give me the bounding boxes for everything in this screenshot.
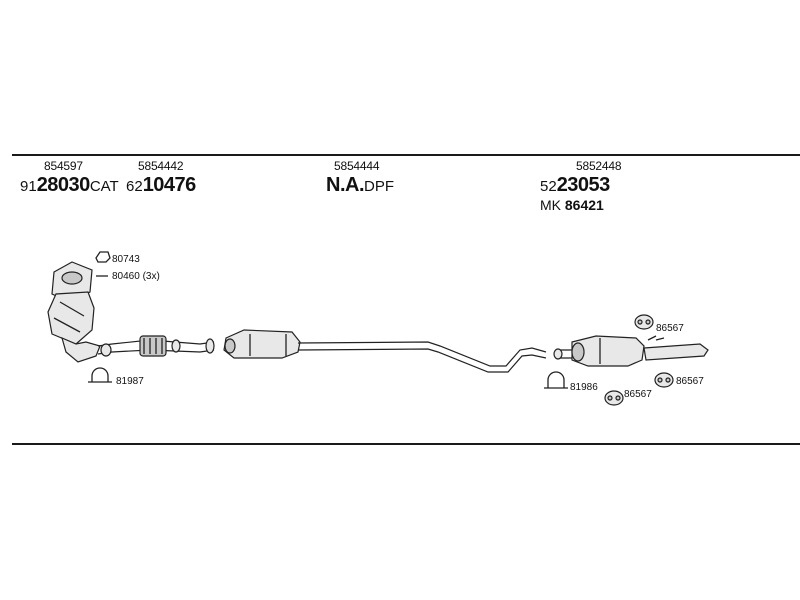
catalog-number[interactable]: 5223053 bbox=[540, 175, 621, 195]
catalog-suffix: DPF bbox=[364, 178, 394, 195]
catalog-main: 10476 bbox=[142, 174, 197, 196]
fitting-label: 81987 bbox=[116, 376, 144, 387]
fitting-label: 86567 bbox=[656, 323, 684, 334]
front-pipe[interactable] bbox=[97, 335, 215, 357]
mounting-kit-main: 86421 bbox=[564, 197, 604, 213]
part-group-dpf: 5854444 N.A.DPF bbox=[326, 160, 394, 195]
bottom-divider bbox=[12, 443, 800, 445]
catalog-prefix: 91 bbox=[20, 178, 37, 195]
oe-number: 5852448 bbox=[576, 159, 622, 173]
mounting-kit-number[interactable]: MK 86421 bbox=[540, 198, 621, 212]
catalog-main: 28030 bbox=[36, 174, 91, 196]
catalog-number[interactable]: 9128030CAT bbox=[20, 175, 119, 195]
oe-number: 5854444 bbox=[334, 159, 380, 173]
catalog-main: 23053 bbox=[556, 174, 611, 196]
catalog-suffix: CAT bbox=[89, 178, 119, 195]
u-clamp-icon[interactable] bbox=[544, 371, 568, 389]
catalytic-converter[interactable] bbox=[47, 261, 101, 363]
rubber-mount-icon[interactable] bbox=[654, 372, 674, 388]
part-group-catalyst: 854597 9128030CAT bbox=[20, 160, 119, 195]
part-group-front-pipe: 5854442 6210476 bbox=[126, 160, 196, 195]
top-divider bbox=[12, 154, 800, 156]
catalog-number[interactable]: 6210476 bbox=[126, 175, 196, 195]
middle-pipe[interactable] bbox=[297, 341, 547, 373]
clamp-icon[interactable] bbox=[95, 251, 111, 263]
fitting-label: 86567 bbox=[676, 376, 704, 387]
rubber-mount-icon[interactable] bbox=[604, 390, 624, 406]
rubber-mount-icon[interactable] bbox=[634, 314, 654, 330]
fitting-label: 80743 bbox=[112, 254, 140, 265]
fitting-label: 80460 (3x) bbox=[112, 271, 160, 282]
part-group-rear-silencer: 5852448 5223053 MK 86421 bbox=[540, 159, 622, 212]
catalog-prefix: 62 bbox=[126, 178, 143, 195]
rear-silencer[interactable] bbox=[553, 335, 709, 367]
catalog-main: N.A. bbox=[326, 174, 365, 196]
mounting-kit-prefix: MK bbox=[540, 197, 561, 213]
fitting-label: 81986 bbox=[570, 382, 598, 393]
fitting-label: 86567 bbox=[624, 389, 652, 400]
catalog-number[interactable]: N.A.DPF bbox=[326, 175, 394, 195]
dpf-unit[interactable] bbox=[223, 329, 301, 359]
catalog-prefix: 52 bbox=[540, 178, 557, 195]
oe-number: 5854442 bbox=[138, 159, 184, 173]
oe-number: 854597 bbox=[44, 159, 83, 173]
u-clamp-icon[interactable] bbox=[88, 367, 112, 383]
